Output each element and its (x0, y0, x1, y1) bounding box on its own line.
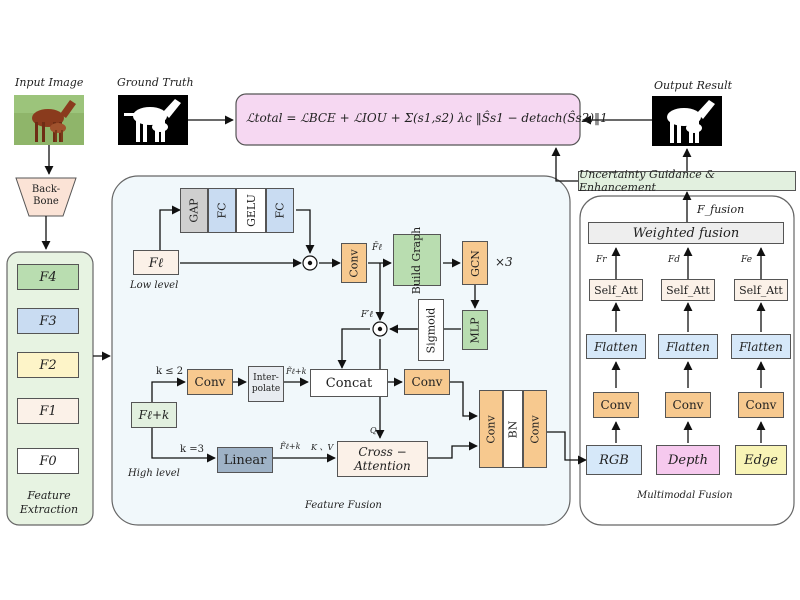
linear-block: Linear (217, 447, 273, 473)
f-tilde-label-1: F̃ℓ+k (286, 367, 307, 376)
feature-f2: F2 (17, 352, 79, 378)
f-low-box: Fℓ (133, 250, 179, 275)
feature-extraction-panel (6, 251, 94, 526)
f-d-label: Fd (668, 255, 681, 265)
input-rgb: RGB (586, 445, 642, 475)
gap-block: GAP (180, 188, 208, 233)
multiply-node-2 (372, 321, 388, 337)
loss-formula: ℒtotal = ℒBCE + ℒIOU + Σ(s1,s2) λc ‖Ŝs1 … (246, 111, 608, 125)
backbone-label: Back-Bone (31, 184, 61, 207)
f-tilde-label-2: F̃ℓ+k (280, 442, 301, 451)
high-level-label: High level (128, 468, 180, 479)
self-att-edge: Self_Att (734, 279, 788, 301)
input-image (14, 95, 84, 145)
f-prime-label: F′ℓ (361, 310, 374, 320)
interpolate-block: Inter-polate (248, 366, 284, 402)
output-result-label: Output Result (654, 79, 733, 92)
uncertainty-guidance-label: Uncertainty Guidance & Enhancement (579, 168, 716, 194)
input-image-label: Input Image (15, 76, 84, 89)
ground-truth-label: Ground Truth (117, 76, 194, 89)
feature-extraction-label: Feature Extraction (19, 489, 79, 516)
gelu-block: GELU (236, 188, 266, 233)
flatten-edge: Flatten (731, 334, 791, 359)
low-level-label: Low level (130, 280, 179, 291)
conv-block-2: Conv (187, 369, 233, 395)
conv-depth: Conv (665, 392, 711, 418)
feature-f1: F1 (17, 398, 79, 424)
flatten-rgb: Flatten (586, 334, 646, 359)
f-e-label: Fe (741, 255, 753, 265)
multimodal-fusion-label: Multimodal Fusion (637, 490, 733, 501)
loss-box (235, 93, 581, 146)
times-three-label: ×3 (495, 255, 513, 269)
feature-f4: F4 (17, 264, 79, 290)
q-label: Q (370, 426, 377, 435)
f-bar-label: F̄ℓ (372, 243, 382, 253)
conv-block-1: Conv (341, 243, 367, 283)
gcn-block: GCN (462, 241, 488, 285)
flatten-depth: Flatten (658, 334, 718, 359)
ground-truth-image (118, 95, 188, 145)
f-high-box: Fℓ+k (131, 402, 177, 428)
weighted-fusion-box: Weighted fusion (588, 222, 784, 244)
f-r-label: Fr (596, 255, 607, 265)
input-depth: Depth (656, 445, 720, 475)
feature-f3: F3 (17, 308, 79, 334)
backbone-trapezoid (15, 177, 77, 217)
conv-rgb: Conv (593, 392, 639, 418)
bn-block: BN (503, 390, 523, 468)
feature-fusion-label: Feature Fusion (305, 500, 382, 511)
self-att-depth: Self_Att (661, 279, 715, 301)
kv-label: K 、V (311, 443, 334, 452)
build-graph-block: Build Graph (393, 226, 441, 294)
self-att-rgb: Self_Att (589, 279, 643, 301)
f-fusion-label: F_fusion (697, 203, 745, 216)
k-eq3-label: k =3 (180, 444, 204, 455)
input-edge: Edge (735, 445, 787, 475)
multiply-node-1 (302, 255, 318, 271)
conv-block-b: Conv (523, 390, 547, 468)
cross-attention-block: Cross − Attention (337, 441, 428, 477)
mlp-block: MLP (462, 310, 488, 350)
output-result-image (652, 96, 722, 146)
multimodal-fusion-panel (579, 195, 795, 526)
concat-block: Concat (310, 369, 388, 397)
conv-block-a: Conv (479, 390, 503, 468)
fc-block-1: FC (208, 188, 236, 233)
conv-edge: Conv (738, 392, 784, 418)
conv-block-3: Conv (404, 369, 450, 395)
fc-block-2: FC (266, 188, 294, 233)
feature-f0: F0 (17, 448, 79, 474)
sigmoid-block: Sigmoid (418, 299, 444, 361)
uncertainty-guidance-box: Uncertainty Guidance & Enhancement (578, 168, 796, 194)
k-le2-label: k ≤ 2 (156, 366, 184, 377)
